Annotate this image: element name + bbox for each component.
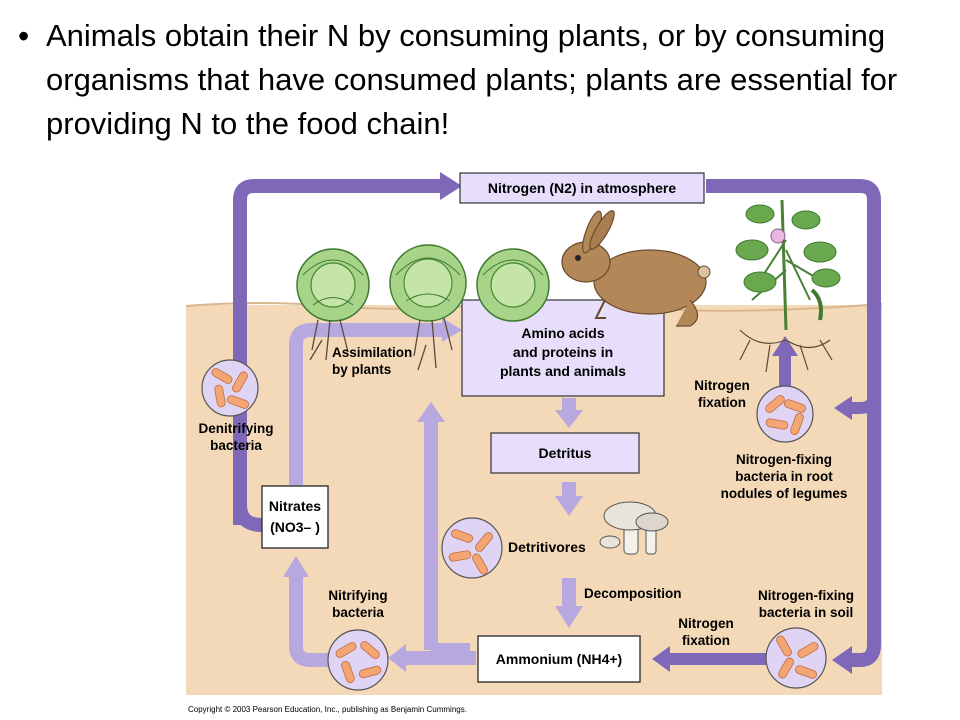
detritivores-circle [441,517,503,579]
nitrifying-bacteria-circle [327,629,389,691]
fixation-root-branch [850,394,880,414]
amino-label-line2: and proteins in [513,344,613,360]
atmosphere-box: Nitrogen (N2) in atmosphere [459,172,705,204]
nitrification-arrow [289,575,330,667]
amino-to-detritus-arrow-head [555,410,583,428]
nitrogen-fixation-top-line1: Nitrogen [694,378,750,393]
soil-bacteria-circle [765,627,827,689]
detritus-label: Detritus [539,445,592,461]
nitrogen-fixation-bottom-line2: fixation [682,633,730,648]
detritus-to-detritivores-arrow [562,482,576,498]
soil-fixation-arrow [668,653,768,665]
soil-bacteria-label-line2: bacteria in soil [759,605,854,620]
cabbage-plants-icon [296,244,550,371]
root-uptake-arrow-head [772,336,798,356]
assimilation-arrow [289,323,445,485]
nitrates-label-line2: (NO3– ) [270,519,320,535]
assimilation-arrow-head [442,318,462,342]
atmosphere-label: Nitrogen (N2) in atmosphere [488,180,676,196]
nitrogen-fixation-top-line2: fixation [698,395,746,410]
ammonium-label: Ammonium (NH4+) [496,651,622,667]
assimilation-label-line2: by plants [332,362,391,377]
root-bacteria-label-line3: nodules of legumes [721,486,848,501]
detritus-box: Detritus [490,432,640,474]
detritivores-label: Detritivores [508,539,586,555]
soil-bacteria-label-line1: Nitrogen-fixing [758,588,854,603]
nitrifying-label-line1: Nitrifying [328,588,387,603]
nitrates-box: Nitrates (NO3– ) [261,485,329,549]
root-bacteria-label-line2: bacteria in root [735,469,833,484]
nitrates-to-denitrify [233,504,263,532]
mushroom-icon [599,501,669,555]
detritus-to-detritivores-arrow-head [555,496,583,516]
soil-fixation-arrow-head [652,646,670,672]
nitrifying-label-line2: bacteria [332,605,384,620]
denitrifying-bacteria-circle [201,359,259,417]
decomposition-arrow-head [555,606,583,628]
denitrification-arrow-head [440,172,462,200]
nitrification-arrow-head [283,556,309,577]
fixation-arrow [706,179,881,667]
root-uptake-arrow [779,354,791,386]
ammonium-uptake-arrow [424,420,438,650]
denitrifying-label-line2: bacteria [210,438,262,453]
root-bacteria-label-line1: Nitrogen-fixing [736,452,832,467]
ammonium-box: Ammonium (NH4+) [477,635,641,683]
amino-to-detritus-arrow [562,398,576,412]
rabbit-icon [561,210,711,327]
fixation-root-arrow-head [834,396,852,420]
copyright-notice: Copyright © 2003 Pearson Education, Inc.… [188,705,467,714]
assimilation-label-line1: Assimilation [332,345,412,360]
amino-label-line3: plants and animals [500,363,626,379]
decomposition-arrow [562,578,576,608]
ammonium-to-nitrifying-arrow [404,651,476,665]
decomposition-label: Decomposition [584,586,682,601]
nitrates-label-line1: Nitrates [269,498,321,514]
bullet-text: Animals obtain their N by consuming plan… [46,18,898,141]
ammonium-uptake-arrow-head [417,402,445,422]
nitrogen-fixation-bottom-line1: Nitrogen [678,616,734,631]
fixation-arrow-head [832,646,852,674]
legume-plant-icon [735,199,841,373]
denitrifying-label-line1: Denitrifying [198,421,273,436]
denitrification-arrow [233,179,445,525]
amino-acids-box: Amino acids and proteins in plants and a… [461,299,665,397]
root-nodule-bacteria-circle [756,385,814,443]
bullet-marker: • [18,18,30,54]
ammonium-to-nitrifying-arrow-head [388,644,406,672]
amino-label-line1: Amino acids [521,325,604,341]
